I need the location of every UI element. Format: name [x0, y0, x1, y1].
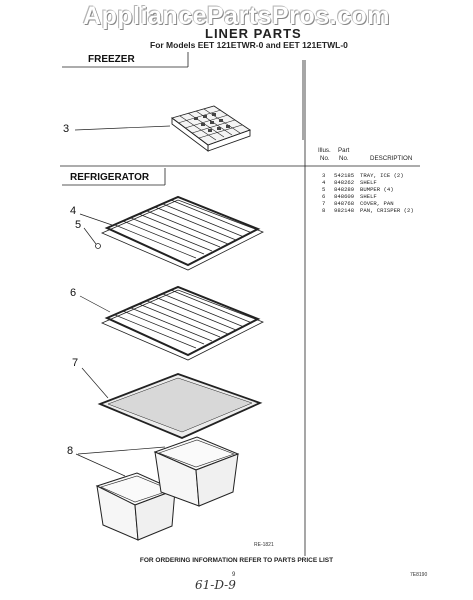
legend-row-desc: SHELF	[360, 179, 377, 186]
callout-4: 4	[70, 205, 77, 217]
legend-header-part-bottom: No.	[339, 155, 349, 162]
shelf-top-drawing	[79, 195, 264, 271]
callout-8: 8	[67, 445, 74, 457]
legend-row-part: 848609	[334, 193, 355, 200]
shelf-middle-drawing	[79, 285, 264, 361]
reference-code: RE-1821	[254, 542, 274, 548]
legend-row-desc: COVER, PAN	[360, 200, 394, 207]
callout-7: 7	[72, 357, 79, 369]
section-label-refrigerator: REFRIGERATOR	[70, 172, 150, 183]
legend-header-part-top: Part	[338, 147, 350, 154]
legend-row-desc: BUMPER (4)	[360, 186, 394, 193]
legend-row-part: 848262	[334, 179, 355, 186]
legend-row-part: 848768	[334, 200, 355, 207]
legend-header-description: DESCRIPTION	[370, 155, 413, 162]
watermark: AppliancePartsPros.com	[83, 2, 390, 30]
callout-6: 6	[70, 287, 77, 299]
page-subtitle: For Models EET 121ETWR-0 and EET 121ETWL…	[150, 40, 348, 50]
legend-row-desc: SHELF	[360, 193, 377, 200]
page-number: 9	[232, 572, 236, 578]
legend-row-illus: 5	[322, 186, 326, 193]
legend-row-illus: 4	[322, 179, 326, 186]
legend-row-part: 982148	[334, 207, 355, 214]
document-code: 7E8190	[410, 572, 428, 578]
legend-row-desc: PAN, CRISPER (2)	[360, 207, 414, 214]
crisper-pans-drawing	[75, 436, 240, 541]
legend-row-part: 542185	[334, 172, 355, 179]
callout-3: 3	[63, 123, 70, 135]
legend-row-illus: 7	[322, 200, 326, 207]
ordering-note: FOR ORDERING INFORMATION REFER TO PARTS …	[139, 557, 334, 564]
legend-row-illus: 6	[322, 193, 326, 200]
legend-row-illus: 8	[322, 207, 326, 214]
handwritten-note: 61-D-9	[195, 578, 236, 592]
ice-tray-drawing	[74, 105, 251, 152]
legend-row-desc: TRAY, ICE (2)	[360, 172, 404, 179]
legend-header-illus-top: Illus.	[318, 147, 331, 154]
legend-row-part: 848289	[334, 186, 355, 193]
legend-row-illus: 3	[322, 172, 326, 179]
pan-cover-drawing	[81, 367, 263, 439]
callout-5: 5	[75, 219, 82, 231]
page-title: LINER PARTS	[205, 26, 302, 41]
legend-header-illus-bottom: No.	[320, 155, 330, 162]
section-label-freezer: FREEZER	[88, 54, 135, 65]
